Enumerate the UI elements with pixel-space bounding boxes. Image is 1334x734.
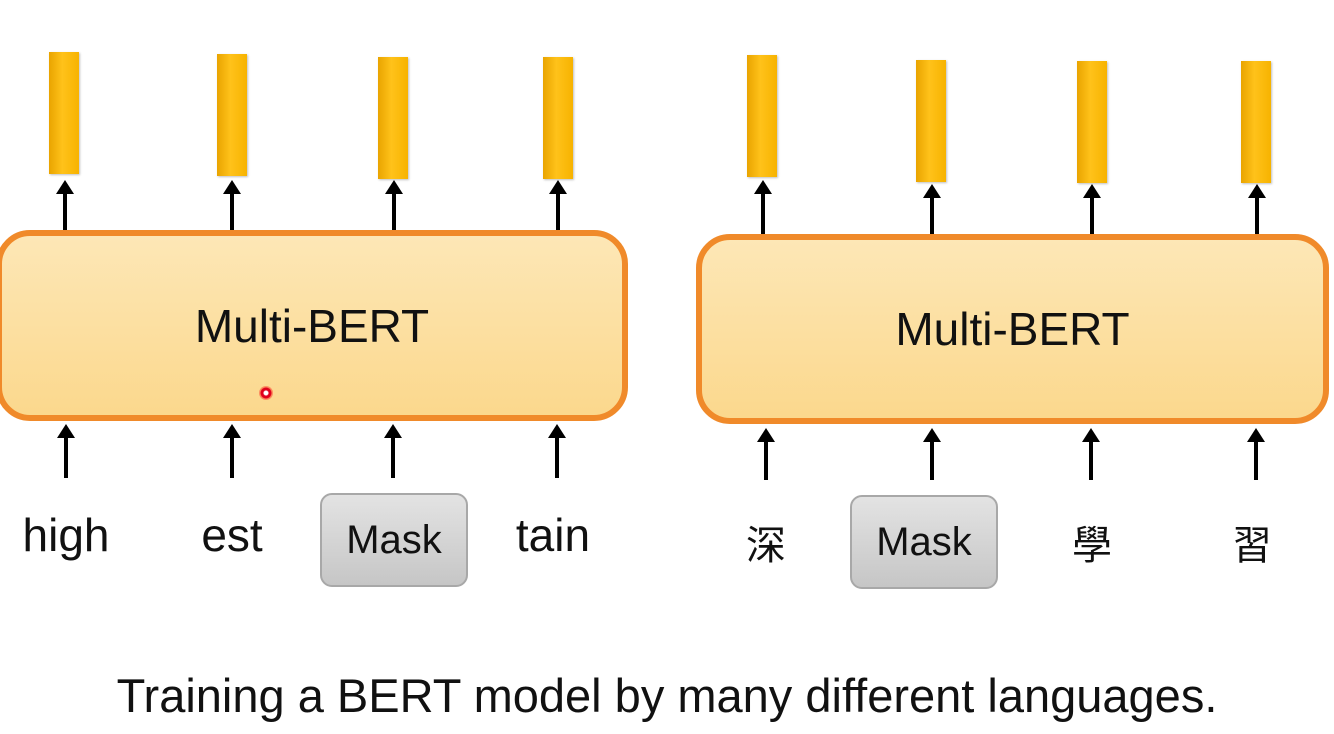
arrow-up bbox=[1248, 184, 1266, 236]
output-embedding bbox=[49, 52, 79, 174]
output-embedding bbox=[747, 55, 777, 177]
model-label: Multi-BERT bbox=[194, 299, 430, 352]
arrow-up bbox=[549, 180, 567, 232]
caption: Training a BERT model by many different … bbox=[116, 669, 1218, 722]
arrow-up bbox=[56, 180, 74, 232]
mask-token: Mask bbox=[320, 493, 468, 587]
pointer-dot bbox=[259, 386, 273, 400]
arrow-up bbox=[923, 428, 941, 480]
input-token: est bbox=[201, 509, 263, 561]
arrow-up bbox=[384, 424, 402, 478]
arrow-up bbox=[757, 428, 775, 480]
input-token: 學 bbox=[1072, 523, 1112, 569]
arrow-up bbox=[754, 180, 772, 236]
multi-bert-box: Multi-BERT bbox=[0, 230, 628, 421]
arrow-up bbox=[548, 424, 566, 478]
input-token: 習 bbox=[1232, 523, 1272, 569]
input-token: tain bbox=[515, 509, 591, 561]
input-token: 深 bbox=[746, 523, 786, 569]
output-embedding bbox=[916, 60, 946, 182]
output-embedding bbox=[217, 54, 247, 176]
arrow-up bbox=[223, 424, 241, 478]
model-label: Multi-BERT bbox=[895, 303, 1130, 355]
arrow-up bbox=[385, 180, 403, 232]
output-embedding bbox=[1077, 61, 1107, 183]
arrow-up bbox=[1082, 428, 1100, 480]
input-token: high bbox=[22, 509, 110, 561]
arrow-up bbox=[1247, 428, 1265, 480]
mask-token: Mask bbox=[850, 495, 998, 589]
arrow-up bbox=[223, 180, 241, 232]
arrow-up bbox=[923, 184, 941, 236]
output-embedding bbox=[543, 57, 573, 179]
output-embedding bbox=[378, 57, 408, 179]
arrow-up bbox=[1083, 184, 1101, 236]
multi-bert-box: Multi-BERT bbox=[696, 234, 1329, 424]
arrow-up bbox=[57, 424, 75, 478]
output-embedding bbox=[1241, 61, 1271, 183]
